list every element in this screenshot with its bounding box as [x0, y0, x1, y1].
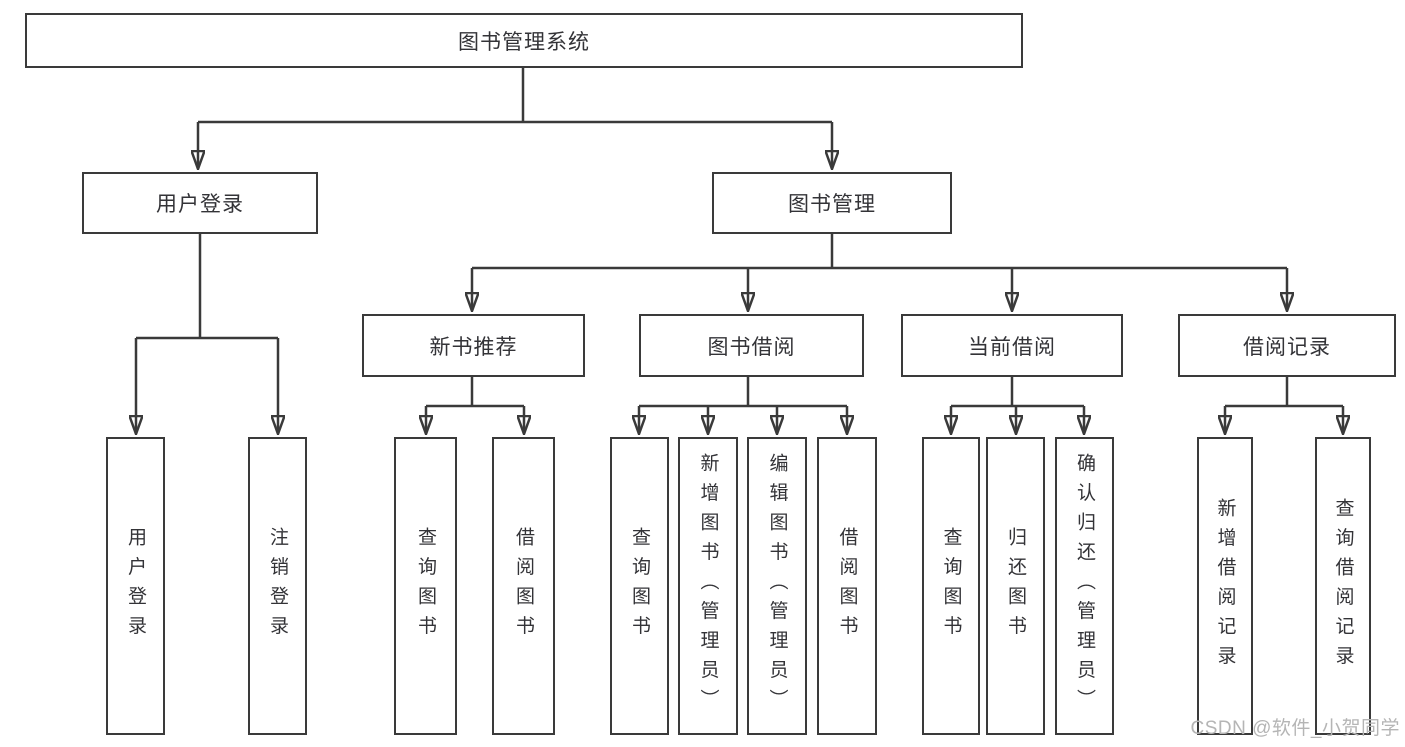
node-leaf-add-borrow-record: 新增借阅记录: [1197, 437, 1253, 735]
node-leaf-borrow-book-1: 借阅图书: [492, 437, 555, 735]
edge-current-elbow: [951, 377, 1084, 408]
node-leaf-query-book-1-label: 查询图书: [415, 527, 436, 645]
node-book-borrow-label: 图书借阅: [707, 335, 796, 359]
node-leaf-query-book-1: 查询图书: [394, 437, 457, 735]
node-leaf-edit-book-admin-label: 编辑图书（管理员）: [766, 453, 788, 719]
node-user-login-label: 用户登录: [156, 193, 244, 216]
node-leaf-query-book-2-label: 查询图书: [629, 527, 650, 645]
node-leaf-query-borrow-record: 查询借阅记录: [1315, 437, 1371, 735]
node-leaf-add-borrow-record-label: 新增借阅记录: [1214, 497, 1236, 675]
node-book-management: 图书管理: [712, 172, 952, 234]
node-leaf-query-book-3-label: 查询图书: [940, 527, 962, 645]
node-book-borrow: 图书借阅: [639, 314, 864, 377]
node-leaf-user-login-label: 用户登录: [125, 527, 146, 645]
node-leaf-query-borrow-record-label: 查询借阅记录: [1332, 497, 1354, 675]
node-leaf-query-book-2: 查询图书: [610, 437, 669, 735]
edge-borrow-elbow: [639, 377, 847, 408]
node-current-borrow: 当前借阅: [901, 314, 1123, 377]
node-leaf-logout-label: 注销登录: [267, 527, 288, 645]
node-leaf-return-book-label: 归还图书: [1005, 527, 1026, 645]
node-leaf-user-login: 用户登录: [106, 437, 165, 735]
node-current-borrow-label: 当前借阅: [968, 335, 1056, 359]
node-new-book-recommend-label: 新书推荐: [429, 335, 518, 359]
node-leaf-borrow-book-1-label: 借阅图书: [513, 527, 534, 645]
node-borrow-records-label: 借阅记录: [1243, 335, 1331, 359]
csdn-watermark: CSDN @软件_小贺同学: [1190, 718, 1400, 739]
edge-book-elbow: [472, 234, 1287, 270]
node-leaf-query-book-3: 查询图书: [922, 437, 980, 735]
node-leaf-borrow-book-2: 借阅图书: [817, 437, 877, 735]
edge-newbook-elbow: [426, 377, 524, 408]
node-borrow-records: 借阅记录: [1178, 314, 1396, 377]
node-leaf-add-book-admin-label: 新增图书（管理员）: [697, 453, 719, 719]
node-leaf-borrow-book-2-label: 借阅图书: [836, 527, 858, 645]
node-leaf-confirm-return-admin-label: 确认归还（管理员）: [1074, 453, 1095, 719]
edge-root-elbow: [198, 68, 832, 124]
node-leaf-edit-book-admin: 编辑图书（管理员）: [747, 437, 807, 735]
node-root-system-label: 图书管理系统: [458, 30, 590, 54]
node-root-system: 图书管理系统: [25, 13, 1023, 68]
node-leaf-add-book-admin: 新增图书（管理员）: [678, 437, 738, 735]
node-leaf-return-book: 归还图书: [986, 437, 1045, 735]
node-book-management-label: 图书管理: [788, 193, 876, 216]
node-leaf-logout: 注销登录: [248, 437, 307, 735]
node-leaf-confirm-return-admin: 确认归还（管理员）: [1055, 437, 1114, 735]
node-user-login: 用户登录: [82, 172, 318, 234]
node-new-book-recommend: 新书推荐: [362, 314, 585, 377]
edge-user-elbow: [136, 234, 278, 340]
edge-records-elbow: [1225, 377, 1343, 408]
